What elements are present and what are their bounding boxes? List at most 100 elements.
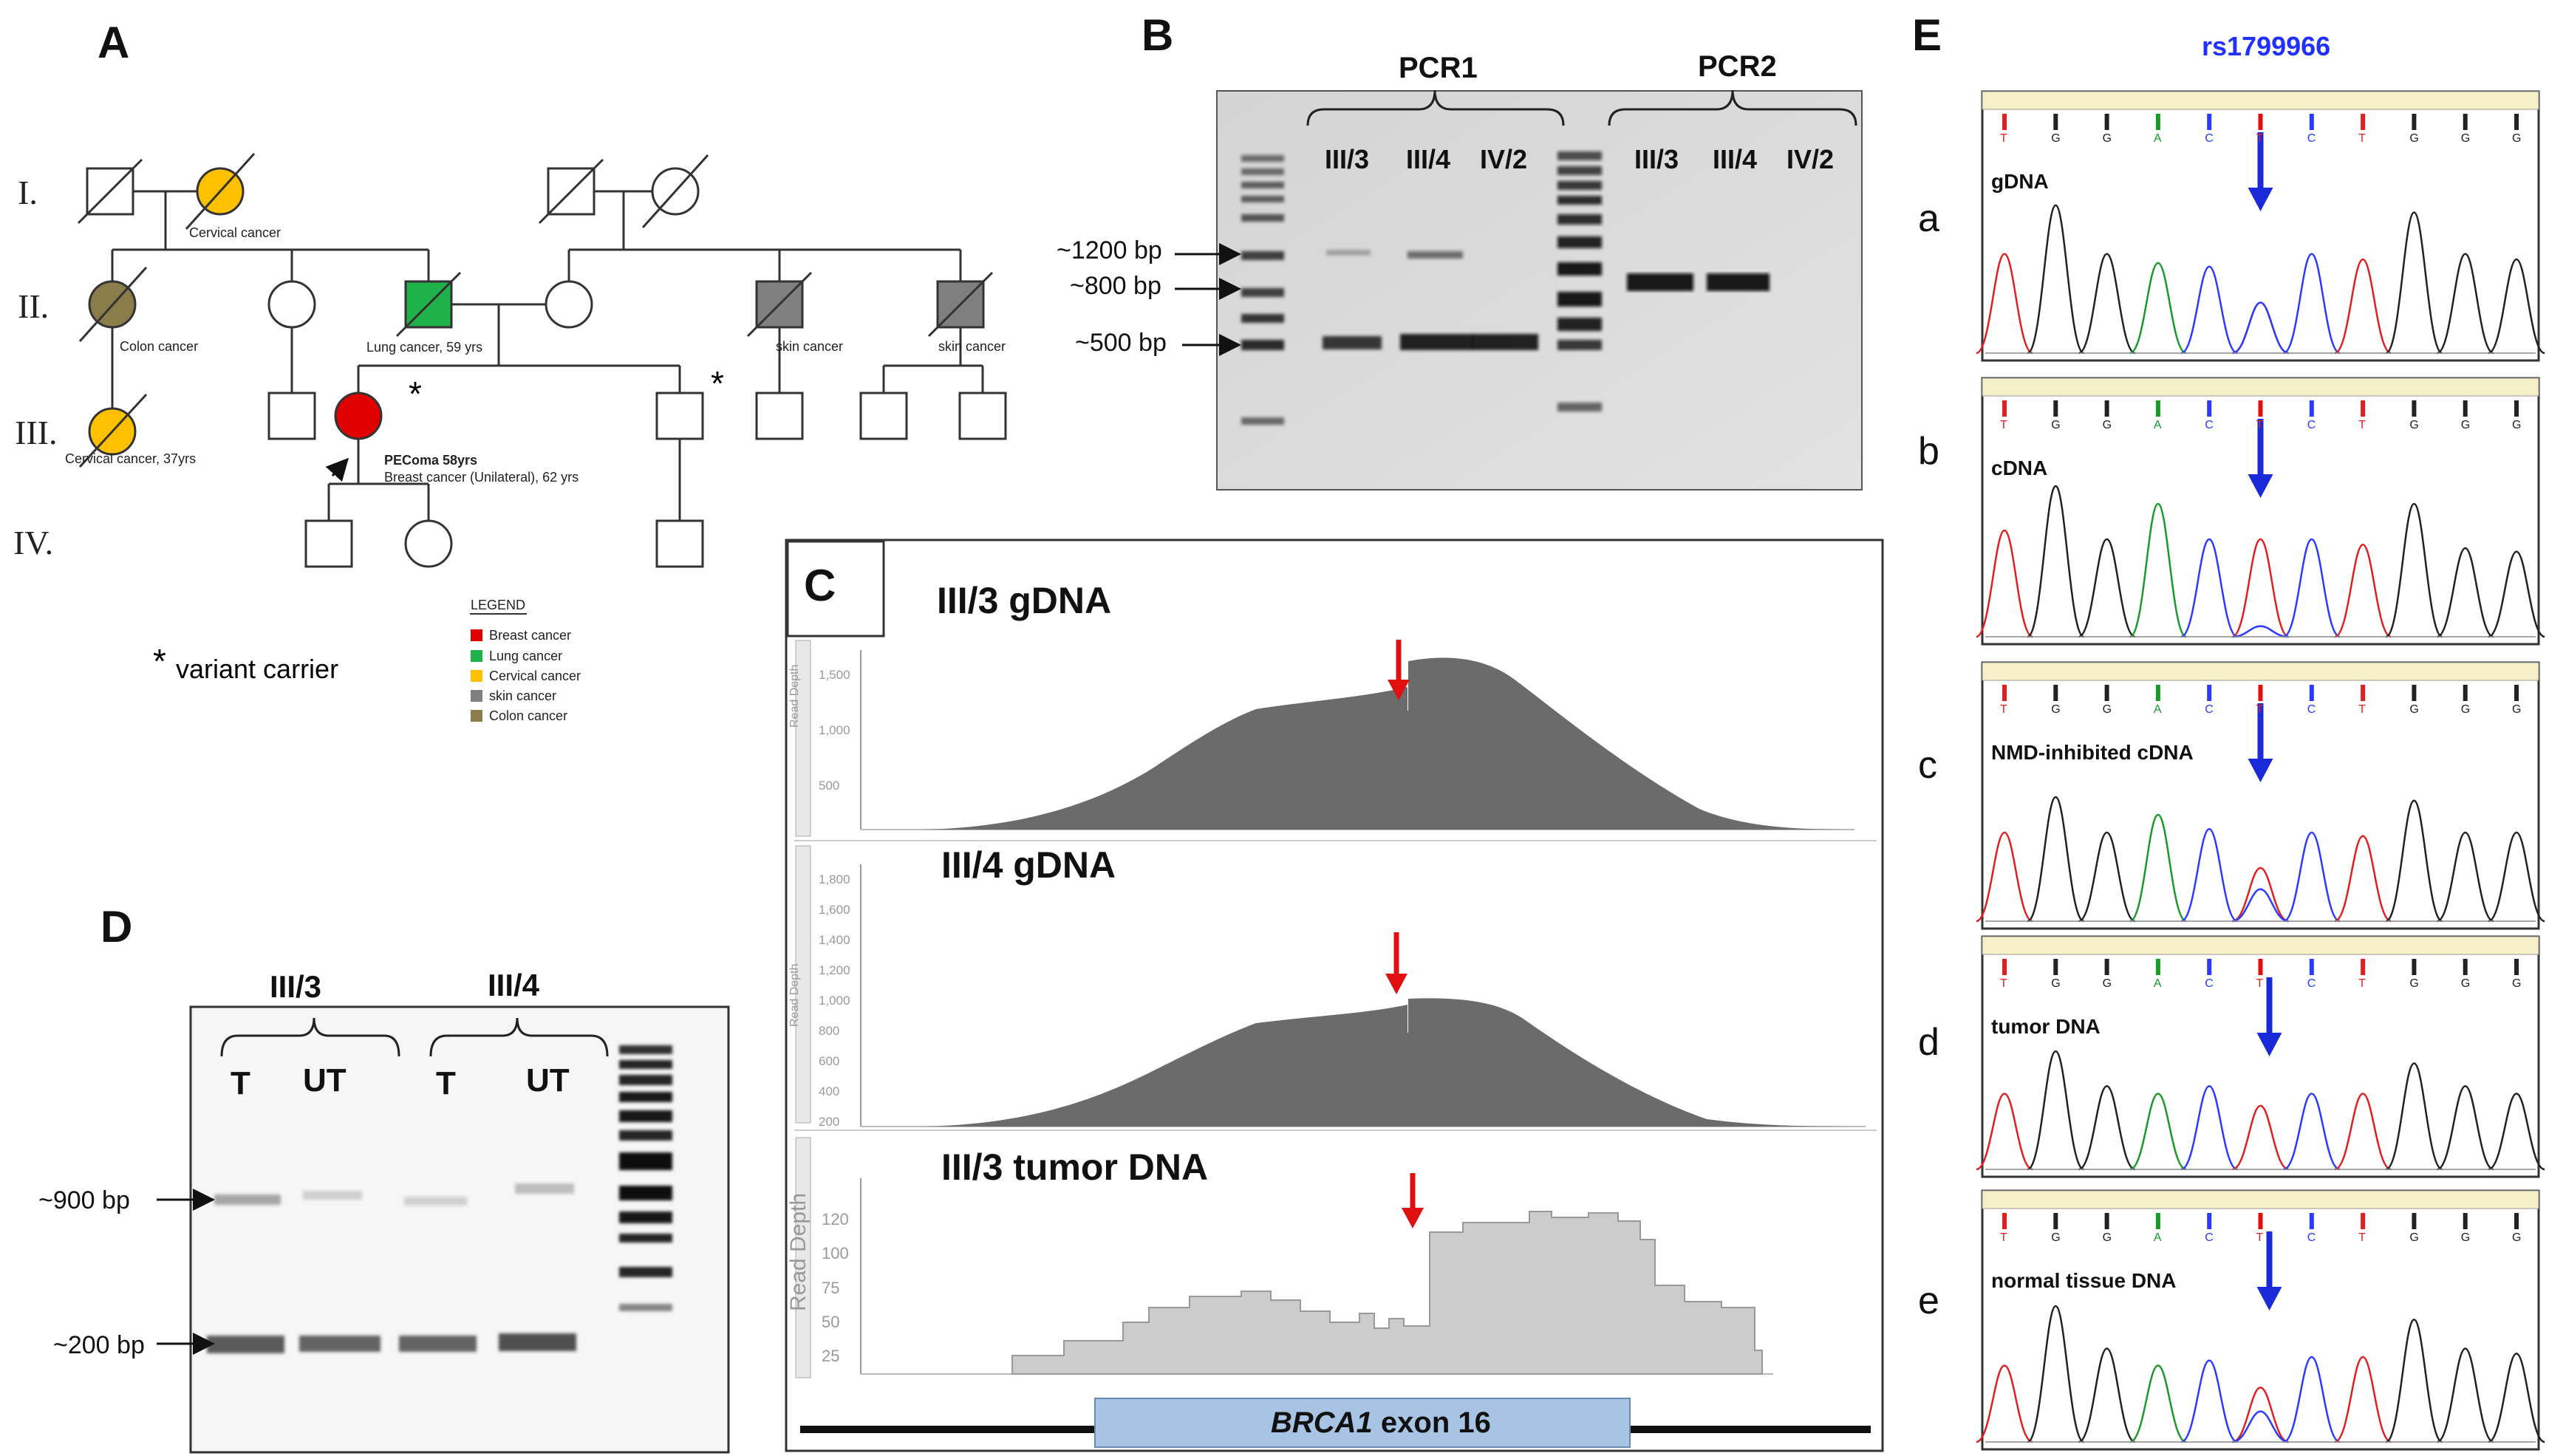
trace-peak: [2488, 258, 2545, 355]
chromatograms-e: [1976, 90, 2545, 1451]
base-call-tick: [2053, 400, 2058, 417]
legend-title: LEGEND: [471, 598, 526, 612]
base-letter: C: [2205, 419, 2214, 431]
base-call-tick: [2207, 959, 2212, 975]
base-letter: G: [2460, 132, 2471, 145]
base-call-tick: [2002, 959, 2007, 975]
panel-letter-c: C: [804, 561, 836, 610]
base-call-tick: [2053, 959, 2058, 975]
trace-peak: [2180, 265, 2238, 355]
gel-d: [157, 1005, 730, 1454]
base-call-tick: [2104, 959, 2109, 975]
lane-d-4: UT: [526, 1062, 570, 1098]
base-call-tick: [2258, 114, 2263, 130]
label-cervical-cancer-1: Cervical cancer: [189, 225, 281, 240]
base-call-tick: [2002, 114, 2007, 130]
trace-peak: [2078, 831, 2136, 923]
trace-peak: [2027, 1305, 2085, 1443]
trace-minor-peak: [2232, 888, 2289, 923]
trace-peak: [2129, 1093, 2187, 1171]
legend-cervical: Cervical cancer: [489, 669, 581, 683]
coverage-tick-3-3: 50: [822, 1312, 840, 1331]
base-call-tick: [2155, 1213, 2160, 1229]
trace-peak: [2180, 538, 2238, 638]
base-call-tick: [2309, 685, 2314, 701]
base-call-tick: [2258, 685, 2263, 701]
size-b-1200: ~1200 bp: [1057, 236, 1162, 264]
label-colon-cancer: Colon cancer: [120, 339, 199, 354]
snp-label: rs1799966: [2202, 31, 2331, 61]
base-call-tick: [2463, 685, 2468, 701]
size-b-500: ~500 bp: [1075, 329, 1167, 357]
base-call-tick: [2412, 685, 2417, 701]
coverage-tick-2-7: 400: [819, 1084, 840, 1098]
base-call-tick: [2155, 114, 2160, 130]
chromatogram-letter-e: e: [1918, 1279, 1939, 1322]
trace-peak: [2488, 1093, 2545, 1171]
coverage-tick-2-3: 1,200: [819, 963, 850, 977]
base-call-tick: [2155, 400, 2160, 417]
trace-peak: [2078, 538, 2136, 638]
base-letter: G: [2102, 1231, 2112, 1244]
base-letter: G: [2460, 1231, 2471, 1244]
base-call-tick: [2207, 685, 2212, 701]
trace-peak: [2488, 831, 2545, 923]
base-letter: G: [2409, 1231, 2419, 1244]
label-lung-cancer: Lung cancer, 59 yrs: [366, 340, 483, 355]
base-call-tick: [2207, 1213, 2212, 1229]
base-letter: C: [2307, 132, 2316, 145]
trace-peak: [2231, 538, 2290, 638]
base-call-tick: [2463, 114, 2468, 130]
trace-peak: [2027, 485, 2085, 638]
base-call-tick: [2463, 959, 2468, 975]
base-letter: T: [2358, 1231, 2366, 1244]
chromatogram-letter-c: c: [1918, 744, 1937, 787]
base-call-tick: [2002, 400, 2007, 417]
base-letter: T: [2256, 977, 2264, 990]
generation-iv: IV.: [13, 524, 54, 561]
base-call-tick: [2412, 114, 2417, 130]
base-letter: T: [2358, 419, 2366, 431]
panel-letter-d: D: [100, 902, 133, 951]
legend-breast: Breast cancer: [489, 628, 572, 643]
chromatogram-frame: [1981, 935, 2540, 1178]
chromatogram-tag-b: cDNA: [1991, 457, 2048, 479]
label-skin-cancer-1: skin cancer: [776, 339, 844, 354]
track-title-3: III/3 tumor DNA: [941, 1146, 1209, 1188]
base-call-tick: [2412, 400, 2417, 417]
trace-peak: [2283, 831, 2341, 923]
trace-peak: [1976, 1364, 2033, 1443]
trace-peak: [1976, 253, 2033, 355]
base-call-tick: [2309, 959, 2314, 975]
lane-d-1: T: [231, 1065, 250, 1101]
chromatogram-tag-d: tumor DNA: [1991, 1015, 2101, 1038]
size-d-200: ~200 bp: [53, 1331, 145, 1359]
base-call-tick: [2309, 114, 2314, 130]
group-d-2: III/4: [488, 968, 540, 1002]
base-call-tick: [2053, 1213, 2058, 1229]
trace-peak: [2437, 1347, 2494, 1443]
axis-label-3: Read Depth: [786, 1192, 811, 1311]
base-letter: T: [2256, 419, 2264, 431]
trace-peak: [2385, 211, 2443, 355]
coverage-tick-2-2: 1,400: [819, 933, 850, 947]
size-d-900: ~900 bp: [38, 1186, 130, 1214]
base-letter: C: [2205, 132, 2214, 145]
trace-peak: [2027, 204, 2085, 355]
base-call-tick: [2361, 1213, 2366, 1229]
group-d-1: III/3: [270, 969, 322, 1004]
chromatogram-tag-e: normal tissue DNA: [1991, 1269, 2177, 1292]
base-letter: G: [2051, 1231, 2061, 1244]
coverage-tick-2-0: 1,800: [819, 872, 850, 886]
trace-peak: [2437, 1084, 2494, 1171]
base-call-tick: [2463, 1213, 2468, 1229]
legend-colon: Colon cancer: [489, 708, 568, 723]
coverage-tick-2-4: 1,000: [819, 994, 850, 1008]
carrier-mark-proband: *: [409, 375, 422, 413]
coverage-tick-3-0: 120: [822, 1210, 849, 1228]
base-call-tick: [2514, 1213, 2519, 1229]
trace-peak: [2078, 253, 2136, 355]
trace-peak: [2437, 831, 2494, 923]
base-letter: C: [2307, 1231, 2316, 1244]
